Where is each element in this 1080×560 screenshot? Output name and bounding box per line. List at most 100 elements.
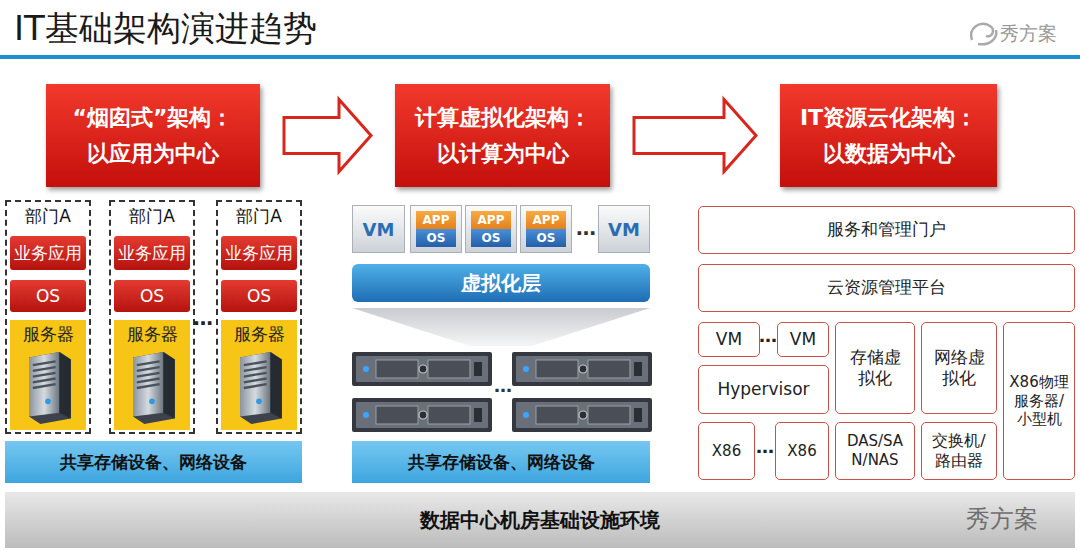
node-text: IT资源云化架构： 以数据为中心 <box>788 100 989 170</box>
shared-storage-bar: 共享存储设备、网络设备 <box>5 441 302 483</box>
server-icon-shape <box>29 352 71 424</box>
node-text: 服务和管理门户 <box>827 219 946 240</box>
node-text: OS <box>416 229 456 247</box>
network-device-box: 交换机/路由器 <box>921 422 997 480</box>
ellipsis: … <box>193 306 213 330</box>
wechat-bubble <box>930 508 950 524</box>
node-text: X86 <box>787 442 816 461</box>
shared-storage-bar: 共享存储设备、网络设备 <box>352 441 650 483</box>
virtualization-layer: 虚拟化层 <box>352 264 650 302</box>
ellipsis: … <box>576 216 596 240</box>
hollow-arrow <box>634 100 756 172</box>
hypervisor-box: Hypervisor <box>698 365 829 414</box>
header-box: IT资源云化架构： 以数据为中心 <box>780 84 997 187</box>
node-text: 部门A <box>129 205 175 228</box>
os-box: OS <box>114 280 190 312</box>
node-text: 共享存储设备、网络设备 <box>408 451 595 474</box>
node-text: 服务器 <box>234 323 285 346</box>
node-text: OS <box>247 286 271 306</box>
node-text: 数据中心机房基础设施环境 <box>420 507 660 534</box>
node-text: 交换机/路由器 <box>932 431 986 471</box>
watermark-logo <box>971 24 996 44</box>
department-group: 部门A 业务应用 OS 服务器 <box>5 200 91 434</box>
storage-virtualization-box: 存储虚拟化 <box>835 322 915 414</box>
node-text: 网络虚拟化 <box>932 347 986 390</box>
os-box: OS <box>221 280 297 312</box>
vm-box: VM <box>777 322 829 357</box>
rack-server <box>352 398 492 432</box>
app-box: 业务应用 <box>114 236 190 270</box>
node-text: 云资源管理平台 <box>827 277 946 298</box>
department-group: 部门A 业务应用 OS 服务器 <box>109 200 195 434</box>
app-box: 业务应用 <box>221 236 297 270</box>
rack-server <box>512 352 652 386</box>
node-text: X86 <box>712 442 741 461</box>
rack-server <box>352 352 492 386</box>
server-icon <box>123 350 181 426</box>
watermark: 秀方案 <box>1000 21 1057 47</box>
server-icon <box>19 350 77 426</box>
rack-server <box>512 398 652 432</box>
node-text: OS <box>36 286 60 306</box>
ellipsis: … <box>494 375 512 396</box>
platform-box: 云资源管理平台 <box>698 264 1075 312</box>
node-text: 部门A <box>236 205 282 228</box>
node-text: OS <box>140 286 164 306</box>
app-os-box: APPOS <box>410 205 462 253</box>
node-text: DAS/SAN/NAS <box>840 432 910 470</box>
hollow-arrow <box>284 100 371 172</box>
node-text: OS <box>471 229 511 247</box>
header-box: “烟囱式”架构： 以应用为中心 <box>46 84 260 187</box>
wechat-bubble <box>941 515 959 529</box>
vm-box: VM <box>352 205 405 253</box>
ellipsis: … <box>756 436 774 457</box>
node-text: 部门A <box>25 205 71 228</box>
node-text: X86物理服务器/小型机 <box>1008 373 1070 429</box>
department-group: 部门A 业务应用 OS 服务器 <box>216 200 302 434</box>
server-icon-shape <box>240 352 282 424</box>
server-box: 服务器 <box>10 320 86 430</box>
node-text: 计算虚拟化架构： 以计算为中心 <box>403 100 602 170</box>
node-text: VM <box>608 219 640 240</box>
x86-box: X86 <box>698 422 755 480</box>
node-text: 存储虚拟化 <box>846 347 904 390</box>
server-icon-shape <box>133 352 175 424</box>
node-text: 业务应用 <box>225 242 293 265</box>
server-icon <box>230 350 288 426</box>
funnel-shape <box>352 308 650 346</box>
server-box: 服务器 <box>221 320 297 430</box>
ellipsis: … <box>759 325 777 346</box>
node-text: APP <box>471 211 511 229</box>
node-text: VM <box>716 329 742 350</box>
watermark: 秀方案 <box>966 503 1038 535</box>
node-text: 业务应用 <box>14 242 82 265</box>
node-text: 服务器 <box>127 323 178 346</box>
node-text: VM <box>790 329 816 350</box>
vm-box: VM <box>698 322 760 357</box>
app-box: 业务应用 <box>10 236 86 270</box>
app-os-box: APPOS <box>520 205 572 253</box>
app-os-box: APPOS <box>465 205 517 253</box>
header-box: 计算虚拟化架构： 以计算为中心 <box>395 84 610 187</box>
datacenter-base-bar: 数据中心机房基础设施环境 <box>5 492 1075 548</box>
title: IT基础架构演进趋势 <box>14 6 317 52</box>
node-text: VM <box>363 219 395 240</box>
node-text: 虚拟化层 <box>461 270 541 297</box>
node-text: Hypervisor <box>717 379 809 400</box>
node-text: “烟囱式”架构： 以应用为中心 <box>54 100 252 170</box>
node-text: OS <box>526 229 566 247</box>
node-text: APP <box>526 211 566 229</box>
node-text: 服务器 <box>23 323 74 346</box>
os-box: OS <box>10 280 86 312</box>
storage-device-box: DAS/SAN/NAS <box>835 422 915 480</box>
physical-server-box: X86物理服务器/小型机 <box>1003 322 1075 480</box>
portal-box: 服务和管理门户 <box>698 206 1075 254</box>
node-text: 业务应用 <box>118 242 186 265</box>
node-text: APP <box>416 211 456 229</box>
vm-box: VM <box>598 205 650 253</box>
x86-box: X86 <box>775 422 829 480</box>
server-box: 服务器 <box>114 320 190 430</box>
network-virtualization-box: 网络虚拟化 <box>921 322 997 414</box>
node-text: 共享存储设备、网络设备 <box>60 451 247 474</box>
